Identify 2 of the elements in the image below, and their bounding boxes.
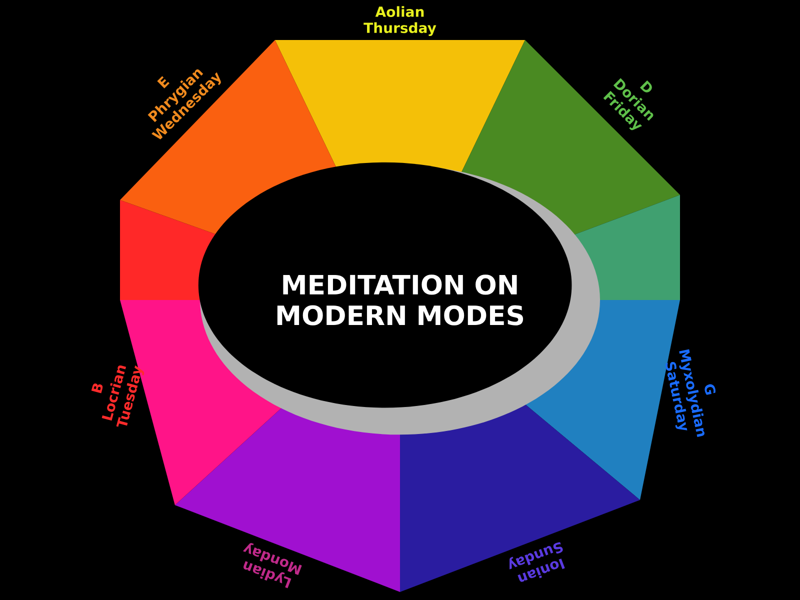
note-letter: G (704, 384, 716, 395)
note-letter: B (91, 384, 103, 394)
